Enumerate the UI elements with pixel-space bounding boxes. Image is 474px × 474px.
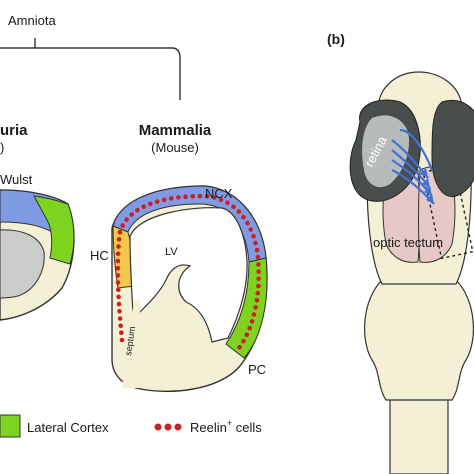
lateral-ventricle [129,207,248,343]
reelin-cell-dot [141,204,146,209]
reelin-cell-dot [161,197,167,203]
reelin-cell-dot [236,209,242,214]
reelin-cell-dot [115,251,121,257]
reelin-cell-dot [253,240,258,246]
reelin-cell-dot [241,338,246,344]
reelin-cell-dot [248,227,254,232]
label-pc: PC [248,362,266,377]
phylogeny-tree [0,38,181,100]
right-eye [431,100,474,197]
septum-body [122,300,142,388]
reelin-cell-dot [117,309,122,314]
reelin-cell-dot [204,194,210,199]
reelin-cell-dot [117,229,123,235]
reelin-cell-dot [119,337,125,343]
panel-b-brain [349,71,474,474]
reelin-cell-dot [116,244,121,249]
mouse-lateral-cortex [225,257,268,359]
reelin-cell-dot [116,237,122,242]
label-lv: LV [165,246,178,258]
reelin-cell-dot [244,332,250,338]
reelin-cell-dot [249,319,255,324]
panel-b-letter: (b) [327,31,345,47]
reelin-cell-dot [241,214,246,220]
reelin-cell-dot [247,325,252,331]
legend: Lateral Cortex Reelin+ cells [0,414,262,438]
reelin-cell-dot [251,233,256,239]
reelin-cell-dot [245,220,250,226]
reelin-cell-dot [255,254,261,260]
reelin-cell-dot [117,316,123,321]
reelin-dot-series [115,193,261,350]
reelin-cell-dot [116,294,121,300]
reelin-cell-dot [124,217,129,222]
reelin-cell-dot [211,195,217,200]
left-brain-section [0,189,75,321]
reelin-cell-dot [116,301,122,307]
legend-reelin-dot [154,423,162,431]
reelin-cell-dot [253,305,258,310]
left-group-sub: ) [0,140,4,155]
reelin-cell-dot [190,194,195,199]
reelin-cell-dot [154,199,160,204]
label-septum: septum [123,326,137,357]
optic-tectum-label: optic tectum [373,235,443,250]
legend-reelin-dot [174,423,182,431]
hindbrain [363,279,474,401]
reelin-cell-dot [254,247,260,253]
left-group-name: uria [0,122,28,139]
label-ncx: NCX [205,186,233,201]
spinal-cord [389,395,449,474]
left-eye-highlight [362,115,410,188]
reelin-cell-dot [256,262,261,267]
reelin-cell-dot [176,195,181,200]
reelin-cell-dot [168,196,174,201]
legend-label-reelin: Reelin+ cells [190,418,262,435]
reelin-cell-dot [225,200,230,206]
mouse-brain-section [111,185,268,393]
reelin-cell-dot [129,212,134,217]
mammalia-example: (Mouse) [151,140,199,155]
legend-swatch-lateral-cortex [0,414,21,438]
left-ventricle [0,229,45,299]
reelin-cell-dot [118,323,123,329]
reelin-cell-dot [197,193,203,199]
legend-reelin-dot [164,423,172,431]
reelin-cell-dot [237,344,242,350]
reelin-cell-dot [231,204,236,210]
clade-label: Amniota [8,13,56,28]
retina-arrowheads [420,168,434,204]
left-lateral-cortex [33,195,75,265]
reelin-cell-dot [115,258,121,264]
mammalia-title: Mammalia [139,122,212,139]
reelin-cell-dot [115,280,121,285]
reelin-cell-dot [115,273,121,278]
legend-label-lateral-cortex: Lateral Cortex [27,420,109,435]
reelin-cell-dot [135,207,140,213]
wulst-label: Wulst [0,172,33,187]
reelin-cell-dot [120,223,125,228]
reelin-cell-dot [254,298,260,303]
reelin-cell-dot [256,276,261,282]
reelin-cell-dot [218,197,224,202]
label-hc: HC [90,248,109,263]
reelin-cell-dot [116,287,121,293]
reelin-cell-dot [255,290,261,296]
reelin-cell-dot [251,312,257,317]
tree-branch [0,47,181,100]
reelin-cell-dot [148,201,153,207]
reelin-cell-dot [115,265,121,271]
reelin-cell-dot [255,283,261,289]
reelin-cell-dot [183,194,188,199]
reelin-cell-dot [119,330,124,336]
reelin-cell-dot [256,269,261,274]
